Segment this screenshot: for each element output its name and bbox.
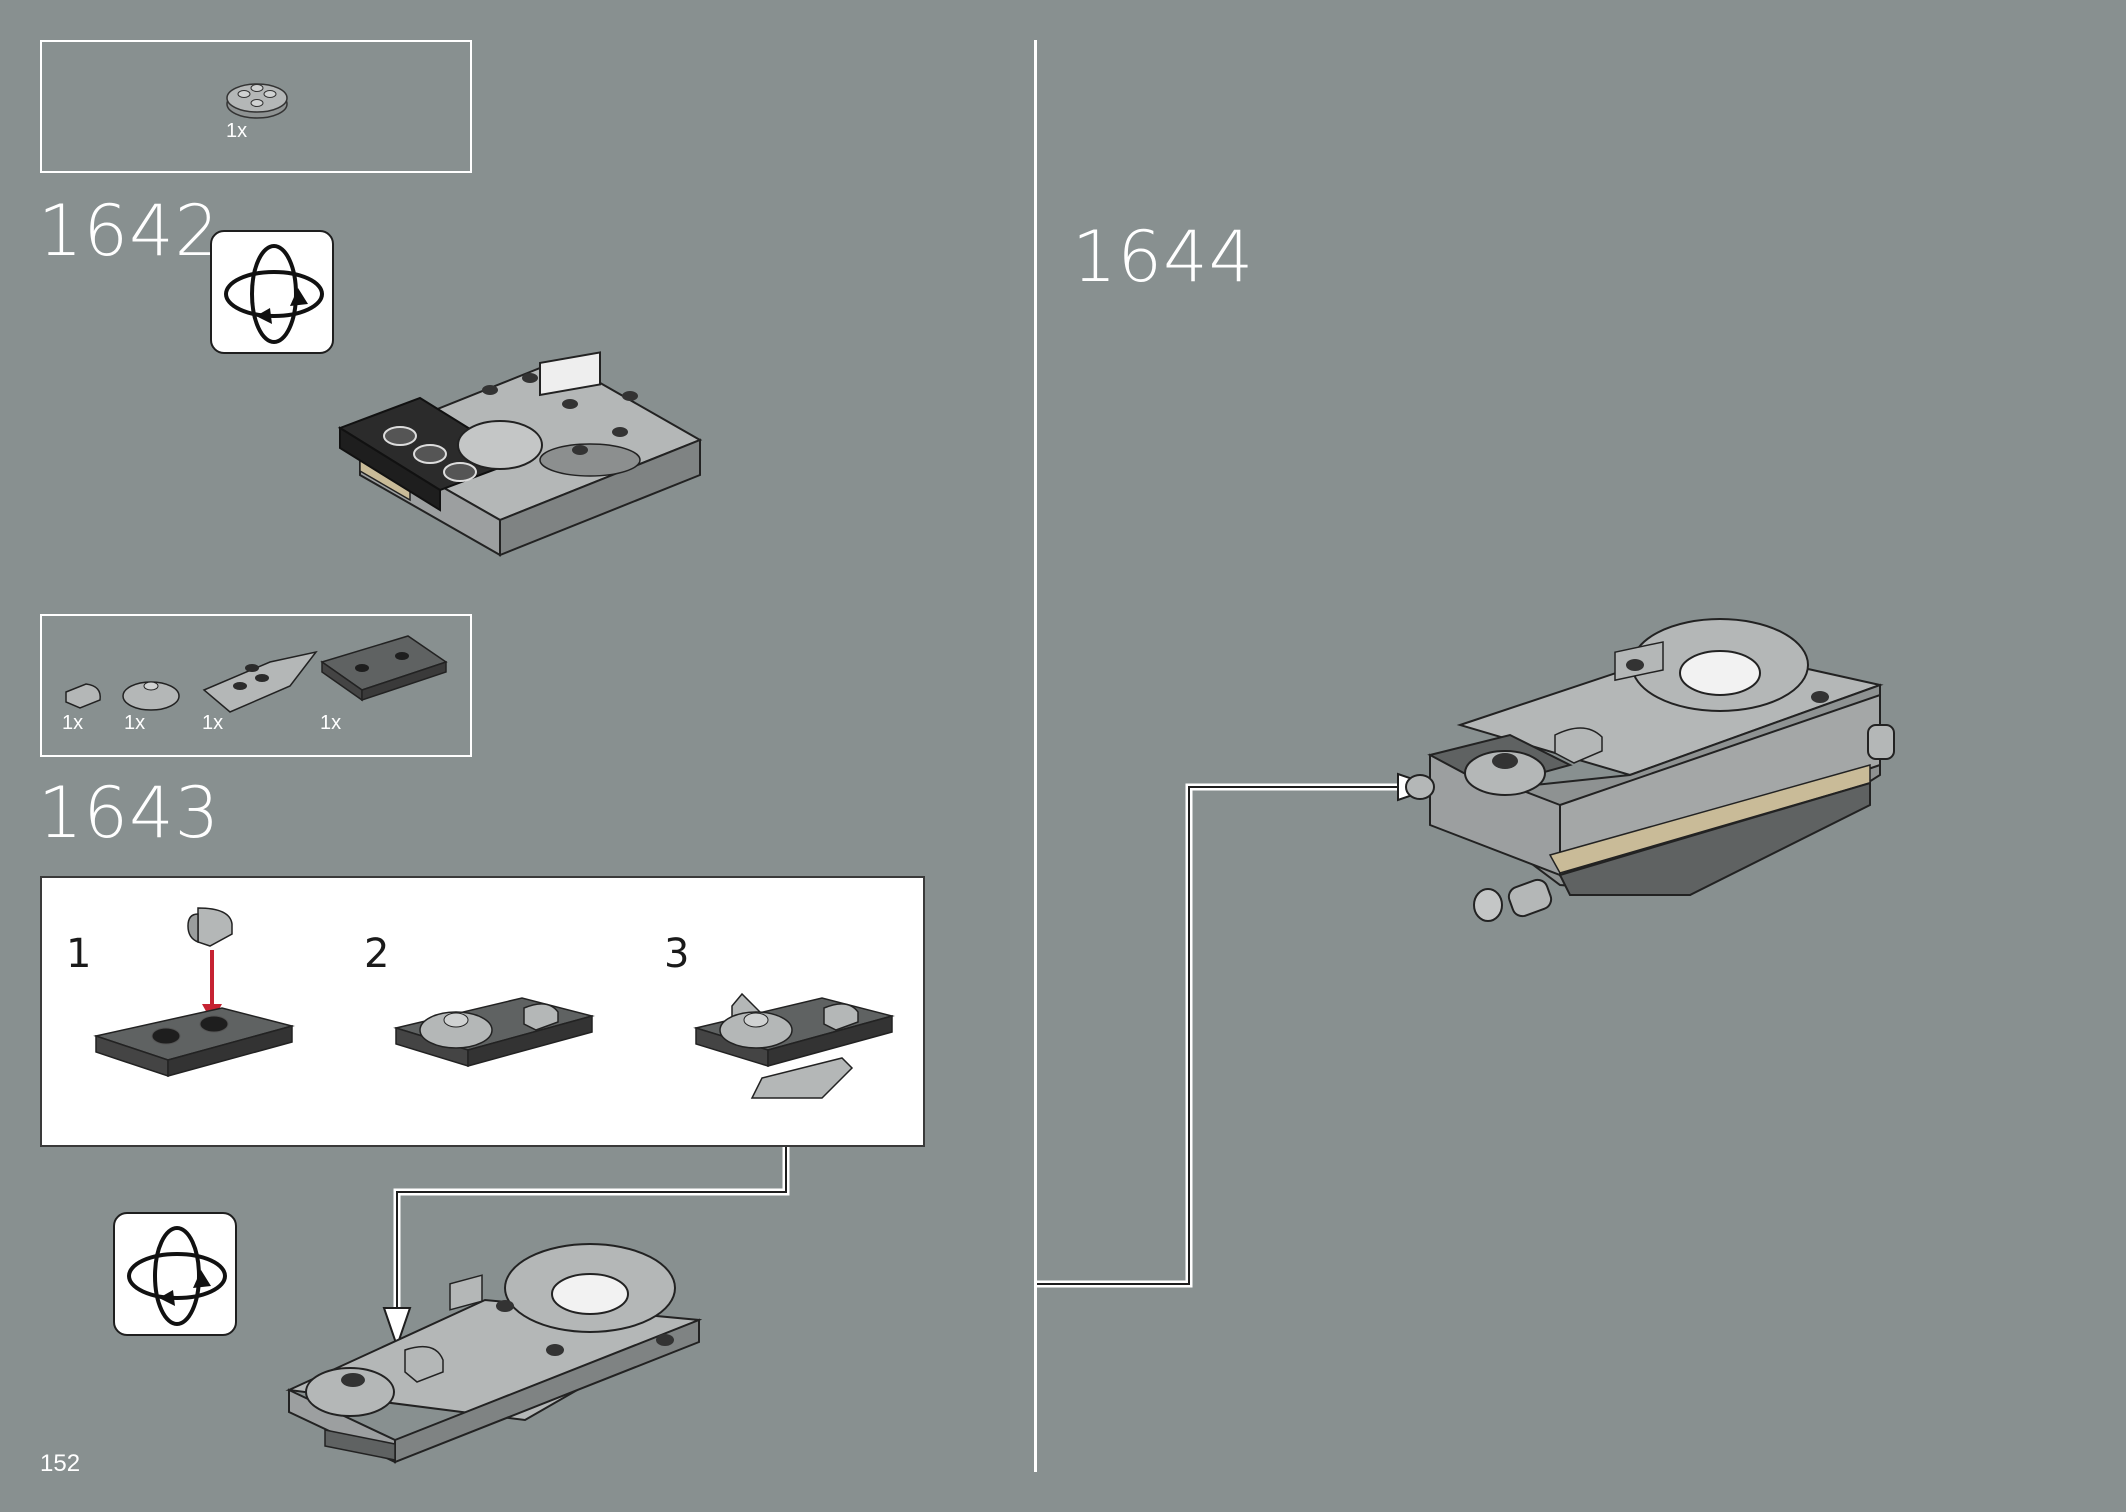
- part-quantity: 1x: [226, 120, 248, 142]
- round-plate-part-icon: [226, 83, 288, 119]
- substep-2-illustration: [393, 997, 595, 1068]
- substep-1-illustration: [93, 907, 295, 1078]
- step-1642-model-illustration: [337, 351, 703, 557]
- substep-panel-1643: 1 2 3: [40, 876, 925, 1147]
- step-number-1644: 1644: [1072, 216, 1255, 298]
- part-quantity: 1x: [62, 712, 84, 734]
- wedge-plate-part-icon: [202, 650, 318, 713]
- step-number-1643: 1643: [38, 772, 221, 854]
- round-dish-part-icon: [122, 681, 180, 711]
- rotate-model-icon: [210, 230, 334, 354]
- part-quantity: 1x: [124, 712, 146, 734]
- step-1643-model-illustration: [285, 1243, 703, 1464]
- column-divider: [1034, 40, 1037, 1472]
- part-quantity: 1x: [202, 712, 224, 734]
- substep-number: 2: [364, 931, 390, 977]
- substep-number: 3: [664, 931, 690, 977]
- parts-callout-1643: 1x 1x 1x 1x: [40, 614, 472, 757]
- page-number: 152: [40, 1450, 81, 1477]
- curved-tile-part-icon: [65, 683, 101, 709]
- step-number-1642: 1642: [38, 190, 221, 272]
- substep-3-illustration: [693, 992, 895, 1099]
- part-quantity: 1x: [320, 712, 342, 734]
- dark-plate-part-icon: [320, 635, 448, 702]
- substep-number: 1: [66, 931, 92, 977]
- rotate-model-icon: [113, 1212, 237, 1336]
- parts-callout-1642: 1x: [40, 40, 472, 173]
- step-1644-model-illustration: [1405, 618, 1895, 922]
